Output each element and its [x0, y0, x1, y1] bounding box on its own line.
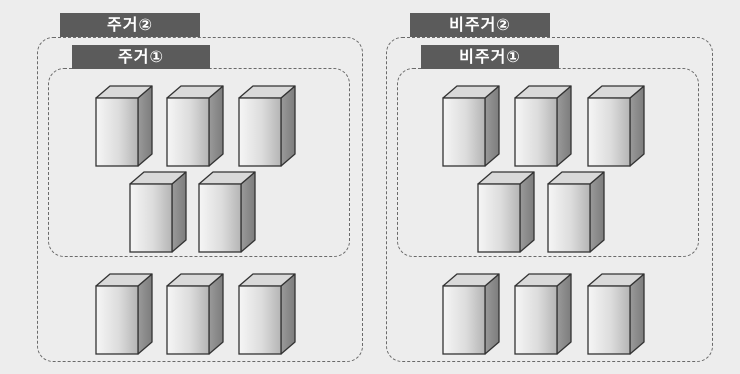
building-block-icon [94, 84, 154, 168]
building-block-icon [94, 272, 154, 356]
building-block-icon [197, 170, 257, 254]
building-block-icon [128, 170, 188, 254]
building-block-icon [165, 84, 225, 168]
building-block-icon [441, 272, 501, 356]
building-block-icon [513, 84, 573, 168]
residential-outer-box [37, 37, 363, 362]
building-block-icon [546, 170, 606, 254]
residential-inner-label: 주거① [72, 45, 210, 69]
building-block-icon [513, 272, 573, 356]
nonresidential-outer-label: 비주거② [410, 13, 550, 37]
building-block-icon [586, 84, 646, 168]
residential-outer-label: 주거② [60, 13, 200, 37]
building-block-icon [586, 272, 646, 356]
building-block-icon [237, 272, 297, 356]
building-block-icon [441, 84, 501, 168]
building-block-icon [165, 272, 225, 356]
nonresidential-inner-label: 비주거① [421, 45, 559, 69]
building-block-icon [476, 170, 536, 254]
nonresidential-outer-box [386, 37, 713, 362]
building-block-icon [237, 84, 297, 168]
